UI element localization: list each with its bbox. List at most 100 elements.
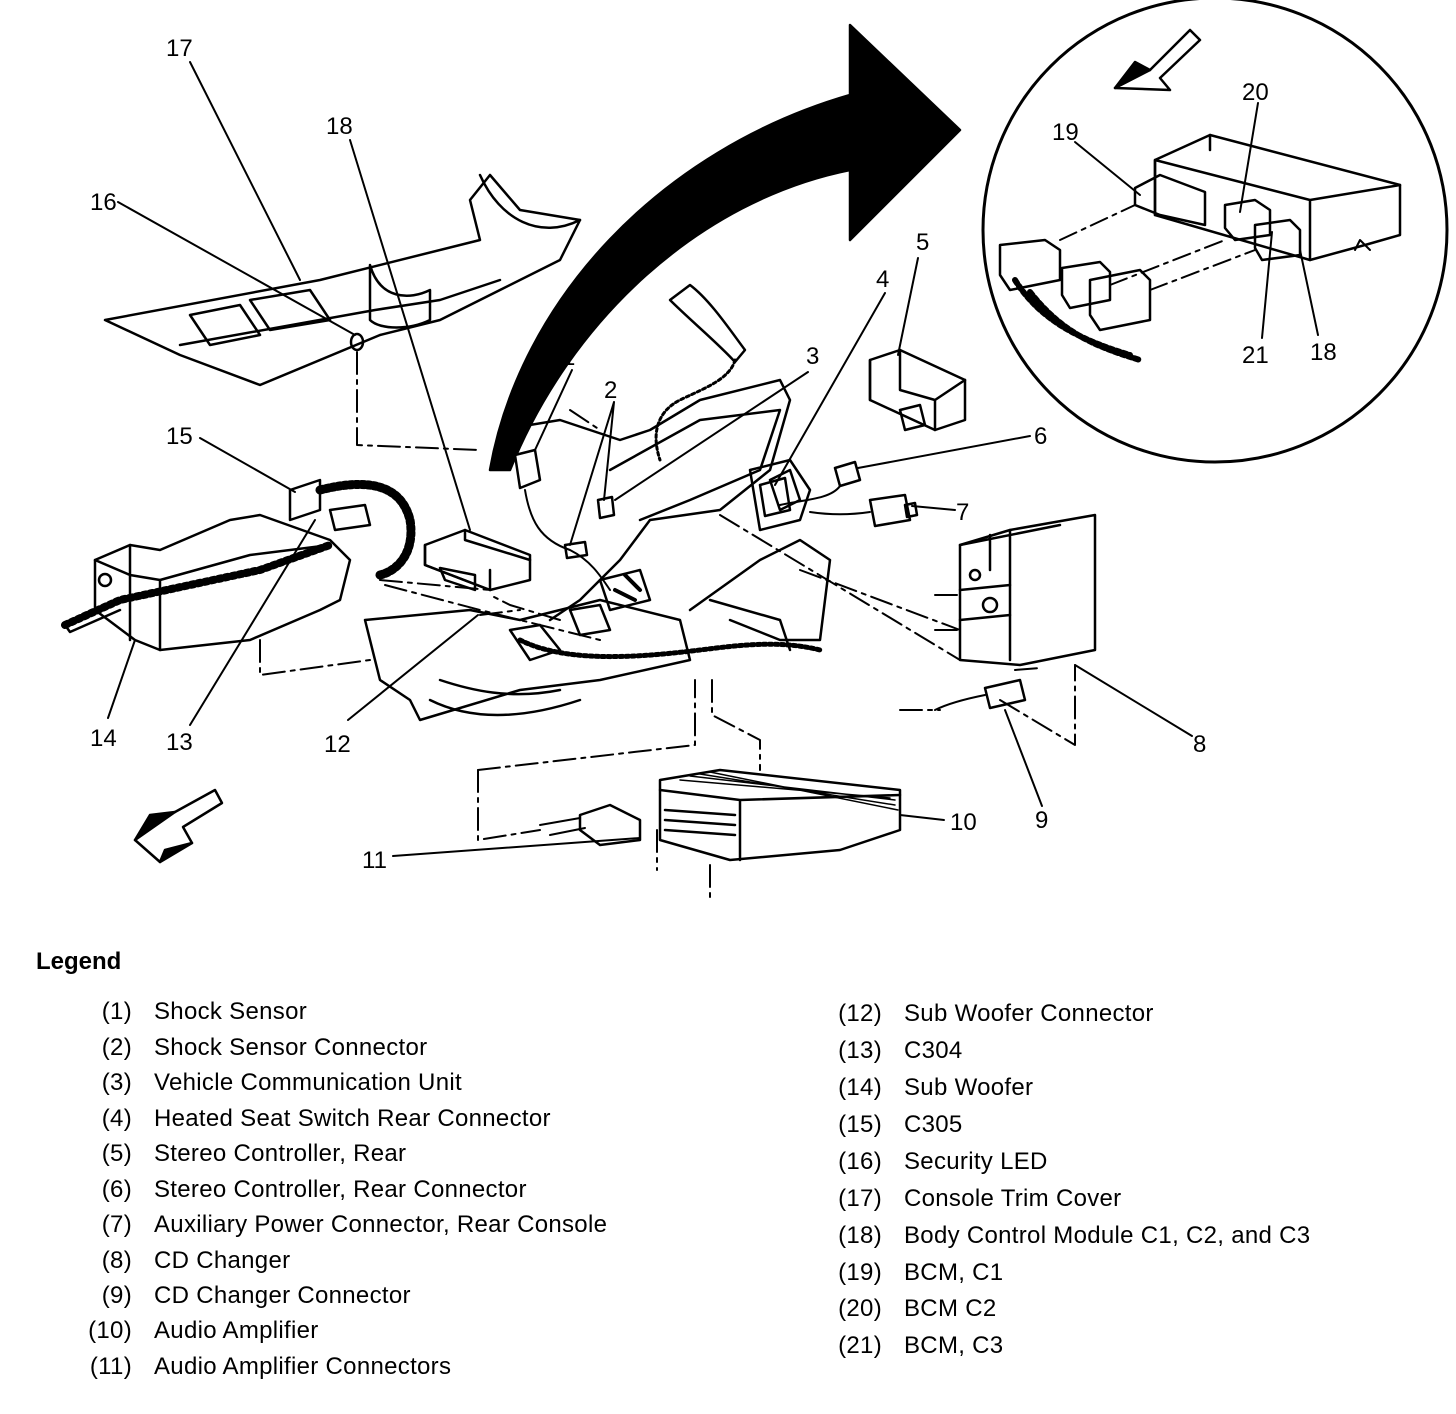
cd-changer-connector [983, 678, 1027, 710]
audio-amplifier [658, 768, 902, 862]
legend-label: BCM C2 [904, 1295, 997, 1322]
legend-item: (16) Security LED [834, 1148, 1048, 1176]
legend-label: Stereo Controller, Rear Connector [154, 1176, 527, 1203]
legend-label: Audio Amplifier [154, 1317, 319, 1344]
legend-label: Shock Sensor [154, 998, 308, 1025]
legend-item: (11) Audio Amplifier Connectors [36, 1353, 451, 1381]
component-locator-diagram: 1 2 3 4 5 6 7 8 9 10 11 12 13 14 15 16 1… [61, 0, 1449, 901]
callout-5: 5 [916, 229, 929, 256]
shock-sensor [513, 448, 542, 490]
legend-item: (8) CD Changer [36, 1247, 290, 1275]
legend-item: (1) Shock Sensor [36, 998, 307, 1026]
legend-label: BCM, C1 [904, 1259, 1004, 1286]
callout-20: 20 [1242, 79, 1269, 106]
legend-number: (21) [838, 1332, 882, 1359]
legend-number: (15) [838, 1111, 882, 1138]
shock-sensor-connector [563, 495, 616, 560]
callout-6: 6 [1034, 423, 1047, 450]
legend-title: Legend [36, 948, 122, 975]
legend-item: (19) BCM, C1 [834, 1259, 1003, 1287]
callout-8: 8 [1193, 731, 1206, 758]
legend-number: (13) [838, 1037, 882, 1064]
legend-label: CD Changer Connector [154, 1282, 411, 1309]
legend-item: (5) Stereo Controller, Rear [36, 1140, 406, 1168]
legend-number: (20) [838, 1295, 882, 1322]
legend-number: (1) [101, 998, 132, 1025]
legend-number: (5) [101, 1140, 132, 1167]
callout-labels: 1 2 3 4 5 6 7 8 9 10 11 12 13 14 15 16 1… [90, 35, 1337, 874]
legend-item: (17)Console Trim Cover [834, 1185, 1121, 1213]
legend-item: (9) CD Changer Connector [36, 1282, 411, 1310]
legend-number: (12) [838, 1000, 882, 1027]
callout-12: 12 [324, 731, 351, 758]
stereo-controller-rear [868, 348, 967, 432]
legend-number: (11) [89, 1353, 132, 1380]
legend-item: (12) Sub Woofer Connector [834, 1000, 1154, 1028]
legend-item: (18) Body Control Module C1, C2, and C3 [834, 1222, 1310, 1250]
bcm-detail [998, 133, 1402, 363]
legend-item: (4) Heated Seat Switch Rear Connector [36, 1105, 551, 1133]
callout-19: 19 [1052, 119, 1079, 146]
console-trim-cover [103, 173, 582, 387]
leader-dashlines [259, 351, 1076, 901]
harness-c305 [288, 478, 416, 580]
cd-changer [958, 513, 1097, 667]
legend-label: Auxiliary Power Connector, Rear Console [154, 1211, 608, 1238]
legend-label: Sub Woofer [904, 1074, 1034, 1101]
legend-number: (16) [838, 1148, 882, 1175]
legend-number: (19) [838, 1259, 882, 1286]
legend-label: Vehicle Communication Unit [154, 1069, 462, 1096]
legend-label: Security LED [904, 1148, 1048, 1175]
callout-3: 3 [806, 343, 819, 370]
legend-number: (9) [101, 1282, 132, 1309]
curved-arrow [488, 23, 962, 472]
stereo-controller-connector [833, 460, 862, 488]
legend-number: (8) [101, 1247, 132, 1274]
legend-label: BCM, C3 [904, 1332, 1004, 1359]
callout-21: 21 [1242, 342, 1269, 369]
legend-item: (15) C305 [834, 1111, 963, 1139]
auxiliary-power-connector [868, 493, 919, 528]
legend-item: (10) Audio Amplifier [36, 1317, 319, 1345]
legend-number: (7) [101, 1211, 132, 1238]
legend-number: (6) [101, 1176, 132, 1203]
legend-item: (6) Stereo Controller, Rear Connector [36, 1176, 527, 1204]
callout-2: 2 [604, 377, 617, 404]
legend-item: (14) Sub Woofer [834, 1074, 1033, 1102]
legend-number: (10) [88, 1317, 132, 1344]
legend-item: (13) C304 [834, 1037, 963, 1065]
callout-18-detail: 18 [1310, 339, 1337, 366]
legend-number: (3) [101, 1069, 132, 1096]
legend-label: Body Control Module C1, C2, and C3 [904, 1222, 1311, 1249]
legend-number: (4) [101, 1105, 132, 1132]
legend-number: (2) [101, 1034, 132, 1061]
legend-number: (18) [838, 1222, 882, 1249]
legend-label: CD Changer [154, 1247, 291, 1274]
legend-label: Heated Seat Switch Rear Connector [154, 1105, 551, 1132]
legend-label: Sub Woofer Connector [904, 1000, 1154, 1027]
legend-label: Console Trim Cover [904, 1185, 1122, 1212]
legend-number: (14) [838, 1074, 882, 1101]
callout-1: 1 [562, 344, 575, 371]
callout-18: 18 [326, 113, 353, 140]
legend-item: (20) BCM C2 [834, 1295, 996, 1323]
legend-label: C305 [904, 1111, 963, 1138]
callout-17: 17 [166, 35, 193, 62]
legend-item: (3) Vehicle Communication Unit [36, 1069, 462, 1097]
callout-13: 13 [166, 729, 193, 756]
body-control-module [423, 528, 532, 592]
callout-15: 15 [166, 423, 193, 450]
legend-label: C304 [904, 1037, 963, 1064]
legend-item: (2) Shock Sensor Connector [36, 1034, 427, 1062]
communication-handset [654, 283, 747, 462]
legend-label: Audio Amplifier Connectors [154, 1353, 452, 1380]
detail-circle [981, 0, 1449, 464]
legend-item: (7) Auxiliary Power Connector, Rear Conso… [36, 1211, 607, 1239]
callout-14: 14 [90, 725, 117, 752]
callout-4: 4 [876, 266, 889, 293]
console-assembly [363, 378, 832, 722]
legend-label: Stereo Controller, Rear [154, 1140, 407, 1167]
callout-10: 10 [950, 809, 977, 836]
legend-label: Shock Sensor Connector [154, 1034, 428, 1061]
sub-woofer [61, 513, 352, 652]
